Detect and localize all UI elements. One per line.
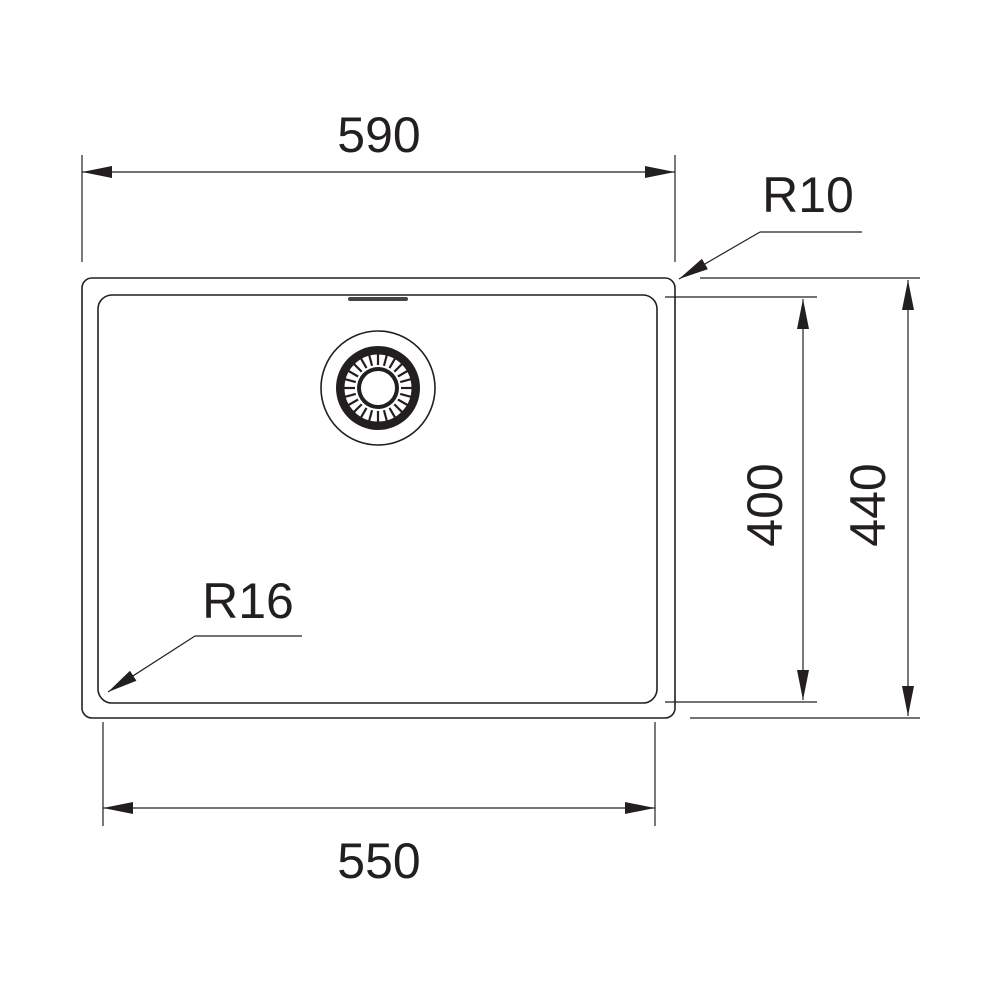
drain-slot [399, 392, 414, 399]
dimension-overall-depth: 440 [690, 277, 920, 719]
drain-slot [359, 356, 368, 369]
drain-slot [351, 361, 363, 373]
bowl-depth-label: 400 [737, 463, 793, 546]
drain-slot [346, 398, 359, 407]
overall-width-label: 590 [337, 107, 420, 163]
drain-slot [346, 369, 359, 378]
dimension-bowl-depth: 400 [665, 296, 817, 703]
drain-slot [359, 407, 368, 420]
drain-slot [399, 377, 414, 384]
drain-slot [367, 352, 374, 367]
dimension-bowl-radius: R16 [107, 573, 302, 693]
drain-slot [351, 403, 363, 415]
drain-slot [342, 377, 357, 384]
overall-depth-label: 440 [840, 463, 896, 546]
dimension-outer-radius: R10 [678, 167, 862, 280]
drain-slot [382, 352, 389, 367]
drain-slot [393, 403, 405, 415]
dimension-overall-width: 590 [81, 107, 676, 262]
drain-slot [397, 398, 410, 407]
drain-slot [393, 361, 405, 373]
drain-slot [342, 392, 357, 399]
drain-icon [320, 330, 436, 446]
sink-bowl [97, 294, 658, 704]
drain-slot [397, 369, 410, 378]
outer-radius-label: R10 [762, 167, 854, 223]
drain-slot [382, 409, 389, 424]
drain-slot [388, 407, 397, 420]
sink-outer-rim [81, 277, 676, 719]
bowl-radius-label: R16 [202, 573, 294, 629]
drain-slot [367, 409, 374, 424]
dimension-bowl-width: 550 [102, 722, 656, 889]
bowl-width-label: 550 [337, 833, 420, 889]
drain-slot [388, 356, 397, 369]
overflow-slot [348, 297, 408, 301]
